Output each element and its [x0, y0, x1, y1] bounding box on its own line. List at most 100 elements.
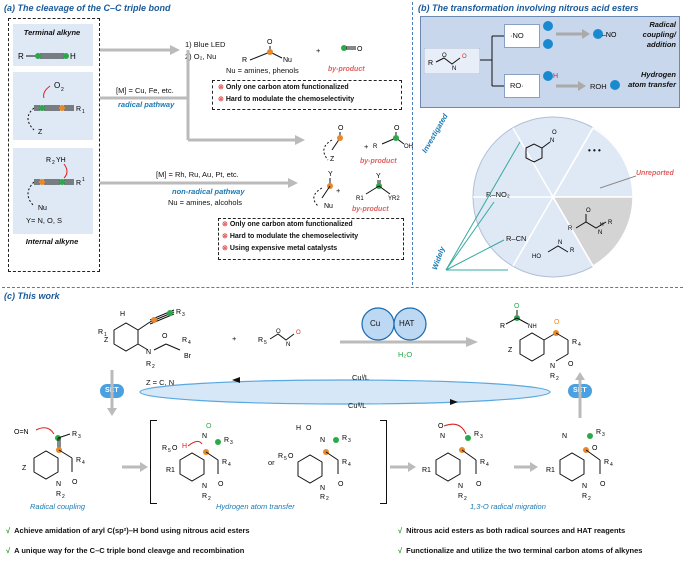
radical-note-1: ⊗ Only one carbon atom functionalized: [218, 84, 349, 91]
svg-text:O: O: [276, 329, 281, 335]
svg-text:N: N: [452, 66, 456, 72]
no-radical-arrow: –NO: [543, 21, 617, 49]
svg-text:R: R: [568, 226, 573, 232]
y-atoms-label: Y= N, O, S: [26, 216, 63, 225]
bullet-2: √A unique way for the C–C triple bond cl…: [6, 546, 245, 555]
svg-text:O: O: [552, 130, 557, 136]
svg-text:–NO: –NO: [602, 32, 617, 39]
intermediate-hat-1: O N R 3 R 5 O H R 4 O N R 2 R1: [162, 423, 233, 500]
svg-text:Z: Z: [38, 129, 43, 136]
check-icon: √: [398, 546, 403, 555]
svg-text:2: 2: [152, 364, 155, 370]
substrate-alkyne-amide: H R 3 Z N O R 4 Br R 2 R 1: [98, 309, 192, 370]
svg-text:O: O: [476, 481, 482, 488]
svg-text:N: N: [320, 485, 325, 492]
ro-radical-box: [504, 74, 540, 98]
svg-text:R1: R1: [422, 467, 431, 474]
nonradical-note-3: ⊗ Using expensive metal catalysts: [222, 245, 338, 252]
arrow-up-right: [575, 372, 585, 418]
svg-text:R: R: [428, 60, 433, 67]
radical-coupling-step-label: Radical coupling: [30, 502, 86, 511]
svg-text:3: 3: [480, 434, 483, 440]
svg-text:4: 4: [82, 460, 85, 466]
ro-radical-label: RO·: [510, 81, 524, 90]
set-redox-ellipse: [139, 377, 551, 405]
svg-text:R: R: [550, 373, 555, 380]
svg-text:3: 3: [230, 440, 233, 446]
svg-text:N: N: [146, 349, 151, 356]
svg-text:4: 4: [228, 462, 231, 468]
svg-text:4: 4: [486, 462, 489, 468]
svg-text:R: R: [46, 157, 51, 164]
panel-c-title: (c) This work: [4, 291, 60, 301]
by-product-label-1: by-product: [328, 66, 365, 73]
svg-text:Y: Y: [376, 173, 381, 180]
svg-text:R: R: [278, 453, 283, 460]
svg-text:Z: Z: [104, 337, 109, 344]
cross-icon: ⊗: [222, 245, 230, 252]
intermediate-hat-2: H O N R 3 R 5 O R 4 O N R 2: [278, 425, 351, 500]
svg-text:YR2: YR2: [388, 196, 400, 202]
svg-text:O: O: [586, 208, 591, 214]
by-product-label-3: by-product: [352, 206, 389, 213]
radical-pathway-label: radical pathway: [118, 100, 175, 109]
radical-note-2: ⊗ Hard to modulate the chemoselectivity: [218, 96, 355, 103]
svg-text:O: O: [462, 54, 467, 60]
arrow-step-1: [122, 462, 148, 472]
nonradical-notes-box: [218, 218, 404, 260]
svg-text:N: N: [582, 483, 587, 490]
svg-text:R: R: [474, 431, 479, 438]
svg-text:H: H: [182, 443, 187, 450]
svg-text:R1: R1: [546, 467, 555, 474]
svg-text:O: O: [514, 303, 520, 310]
or-label: or: [268, 458, 275, 467]
main-reaction-arrow: [340, 337, 478, 347]
svg-text:R: R: [176, 309, 181, 316]
cu-ii-label: Cuᴵᴵ/L: [348, 401, 367, 410]
svg-text:R: R: [373, 144, 378, 150]
check-icon: √: [398, 526, 403, 535]
svg-text:O: O: [338, 481, 344, 488]
internal-alkyne-label: Internal alkyne: [25, 237, 79, 246]
svg-text:R: R: [582, 493, 587, 500]
roh-label: ROH: [590, 82, 607, 91]
radical-coupling-label: Radical coupling/ addition: [642, 20, 676, 49]
svg-text:O: O: [554, 319, 560, 326]
svg-text:N: N: [286, 342, 290, 348]
svg-text:R: R: [480, 459, 485, 466]
svg-text:N: N: [320, 437, 325, 444]
svg-text:O: O: [442, 53, 447, 59]
svg-text:R: R: [596, 429, 601, 436]
product-lactone: O Z: [323, 125, 344, 163]
svg-text:Nu: Nu: [283, 57, 292, 64]
svg-text:N: N: [56, 481, 61, 488]
nitrite-reagent: R 5 O N O: [258, 329, 301, 348]
hat-step-label: Hydrogen atom transfer: [216, 502, 295, 511]
metals-radical: [M] = Cu, Fe, etc.: [116, 86, 174, 95]
svg-text:Z: Z: [22, 465, 27, 472]
terminal-alkyne-structure: R H: [18, 52, 76, 61]
plus-sign-1: +: [316, 46, 321, 55]
svg-text:3: 3: [348, 438, 351, 444]
hat-bracket-left: [150, 420, 157, 504]
svg-text:Nu: Nu: [324, 203, 333, 210]
svg-text:O: O: [172, 445, 178, 452]
hat-bracket-right: [380, 420, 387, 504]
svg-text:O: O: [394, 125, 400, 132]
intermediate-radical-coupling: O=N R 3 R 4 O N R 2 Z: [14, 427, 85, 500]
cross-icon: ⊗: [218, 84, 226, 91]
svg-text:O: O: [568, 361, 574, 368]
unreported-label: Unreported: [636, 170, 674, 177]
terminal-alkyne-label: Terminal alkyne: [23, 28, 81, 37]
svg-text:R: R: [98, 329, 103, 336]
svg-text:O: O: [438, 423, 444, 430]
svg-text:2: 2: [464, 496, 467, 500]
no-radical-label: ·NO: [510, 31, 524, 40]
svg-text:O: O: [54, 81, 60, 90]
byproduct-alkene: Y R1 YR2: [356, 173, 400, 202]
plus-sign-3: +: [336, 186, 341, 195]
svg-text:O=N: O=N: [14, 429, 29, 436]
svg-text:R: R: [76, 180, 81, 187]
svg-text:2: 2: [61, 87, 64, 93]
product-heterocycle: Y Nu: [313, 171, 333, 210]
